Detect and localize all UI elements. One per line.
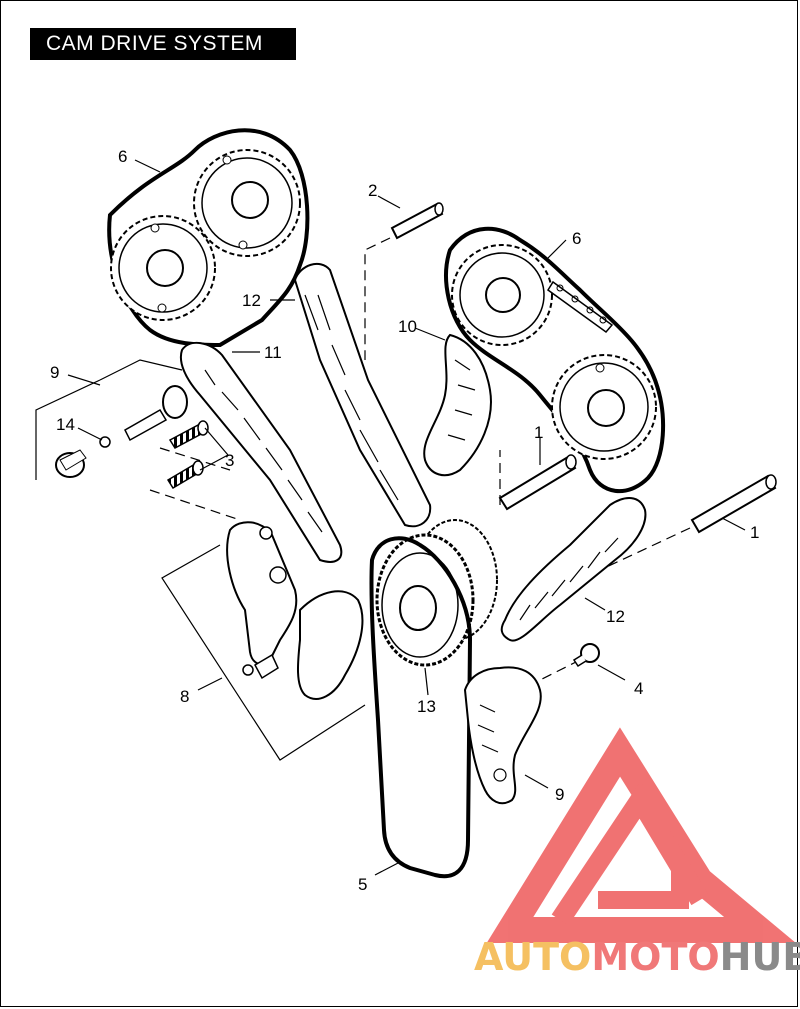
diagram-title: CAM DRIVE SYSTEM xyxy=(30,28,296,60)
left-cam-chain xyxy=(107,128,310,348)
callout-12-lower: 12 xyxy=(606,607,625,626)
screws-3 xyxy=(166,420,209,490)
watermark-text: AUTOMOTOHUB xyxy=(474,935,800,979)
callout-9: 9 xyxy=(555,785,564,804)
watermark-moto: MOTO xyxy=(591,935,719,979)
bracket-7 xyxy=(161,544,366,761)
callout-4: 4 xyxy=(634,679,643,698)
callout-14: 14 xyxy=(56,415,75,434)
right-cam-chain xyxy=(444,226,665,494)
right-cam-sprocket-lower xyxy=(551,354,657,460)
tensioner-10 xyxy=(423,333,492,477)
chain-guide-12-upper xyxy=(293,262,432,528)
watermark-logo xyxy=(486,727,796,943)
callout-1-right: 1 xyxy=(750,523,759,542)
chain-link-detail xyxy=(546,280,614,334)
callout-7: 8 xyxy=(180,687,189,706)
plunger-assembly-8 xyxy=(35,359,188,480)
left-cam-sprocket-lower xyxy=(110,215,216,321)
watermark-auto: AUTO xyxy=(474,935,591,979)
callout-5: 5 xyxy=(358,875,367,894)
crank-sprocket-13 xyxy=(375,519,498,667)
callout-leaders xyxy=(67,159,746,876)
bolt-4 xyxy=(572,643,600,668)
dowel-pin-1-right xyxy=(690,474,777,534)
right-cam-sprocket-upper xyxy=(451,244,553,346)
callout-10: 10 xyxy=(398,317,417,336)
callout-12-upper: 12 xyxy=(242,291,261,310)
callout-3: 3 xyxy=(225,451,234,470)
chain-guide-11 xyxy=(180,341,343,563)
dowel-pin-2 xyxy=(390,202,444,240)
callout-6-left: 6 xyxy=(118,147,127,166)
tensioner-assembly-7 xyxy=(226,521,364,700)
callout-2: 2 xyxy=(368,181,377,200)
watermark-hub: HUB xyxy=(720,935,800,979)
left-cam-sprocket-upper xyxy=(193,149,301,257)
callout-1-center: 1 xyxy=(534,423,543,442)
dowel-pin-1-center xyxy=(498,454,577,511)
primary-chain-5 xyxy=(369,536,473,879)
callout-6-right: 6 xyxy=(572,229,581,248)
callout-13: 13 xyxy=(417,697,436,716)
callout-11: 11 xyxy=(264,343,282,362)
tensioner-9 xyxy=(463,666,542,805)
callout-8: 9 xyxy=(50,363,59,382)
